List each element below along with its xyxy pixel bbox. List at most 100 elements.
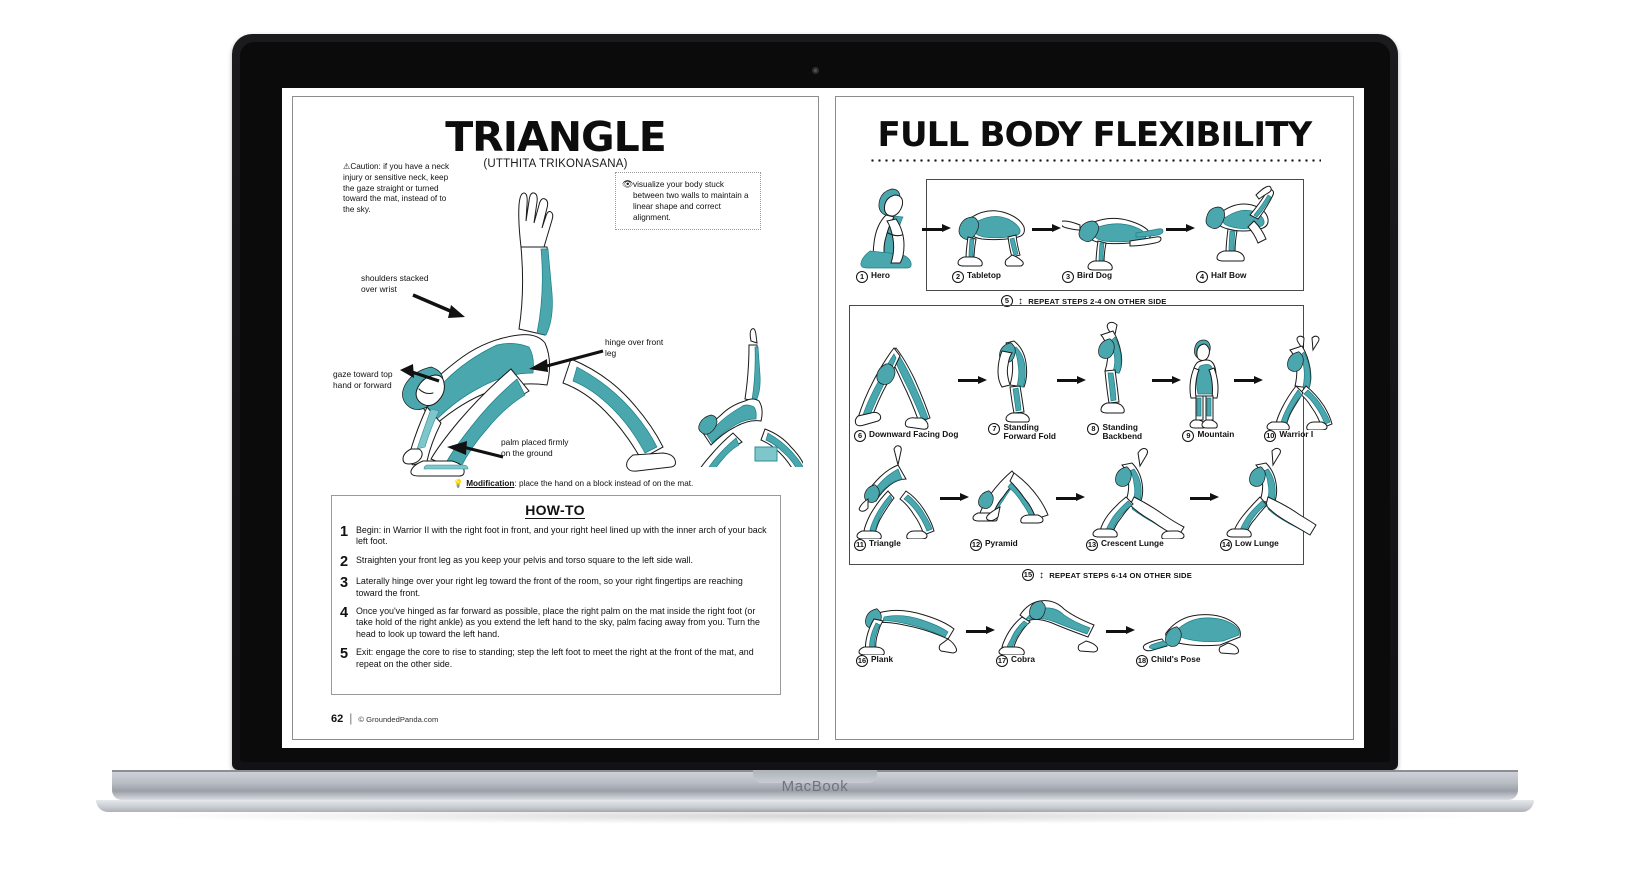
page-subtitle: (UTTHITA TRIKONASANA)	[483, 158, 628, 170]
step-number: 2	[340, 553, 349, 570]
half-bow-pose-figure	[1205, 185, 1274, 262]
pose-name: Crescent Lunge	[1101, 538, 1164, 548]
webcam-icon	[811, 67, 819, 74]
pose-label: 18 Child's Pose	[1136, 654, 1246, 667]
repeat-number: 15	[1022, 569, 1034, 581]
howto-step: 3 Laterally hinge over your right leg to…	[340, 576, 770, 599]
pose-item: 17 Cobra	[996, 595, 1106, 667]
step-text: Straighten your front leg as you keep yo…	[356, 554, 693, 565]
pose-label: 3 Bird Dog	[1062, 270, 1166, 283]
tip-text: visualize your body stuck between two wa…	[633, 180, 749, 223]
pose-item: 4 Half Bow	[1196, 175, 1276, 283]
pose-name: Tabletop	[967, 270, 1001, 280]
arrow-icon	[940, 492, 970, 504]
pose-item: 18 Child's Pose	[1136, 595, 1246, 667]
pose-item: 16 Plank	[856, 595, 966, 667]
pose-number: 16	[856, 655, 868, 667]
pose-name: Standing Forward Fold	[1003, 422, 1056, 442]
laptop-bezel: TRIANGLE (UTTHITA TRIKONASANA) ⚠Caution:…	[240, 42, 1390, 762]
pose-name: Standing Backbend	[1102, 422, 1143, 442]
up-down-arrow-icon: ↕	[1018, 295, 1024, 307]
caution-note: ⚠Caution: if you have a neck injury or s…	[343, 162, 450, 215]
pose-item: 10 Warrior I	[1264, 334, 1336, 442]
pose-row-2: 6 Downward Facing Dog	[854, 319, 1336, 442]
howto-title: HOW-TO	[525, 502, 585, 519]
pose-number: 13	[1086, 539, 1098, 551]
howto-step: 1 Begin: in Warrior II with the right fo…	[340, 525, 770, 548]
title-underline	[868, 159, 1321, 162]
footer-separator: |	[349, 711, 353, 725]
pose-number: 1	[856, 271, 868, 283]
pose-row-1: 1 Hero	[856, 175, 1276, 283]
arrow-icon	[958, 374, 988, 386]
step-number: 5	[340, 646, 349, 663]
arrow-icon	[966, 625, 996, 637]
pose-number: 12	[970, 539, 982, 551]
triangle-pose-figure	[856, 445, 935, 539]
screen-content: TRIANGLE (UTTHITA TRIKONASANA) ⚠Caution:…	[282, 88, 1364, 748]
hinge-note: hinge over front leg	[605, 337, 664, 358]
standing-backbend-figure	[1098, 321, 1126, 414]
modification-illustration	[698, 328, 803, 467]
howto-step: 4 Once you've hinged as far forward as p…	[340, 606, 770, 640]
palm-note: palm placed firmly on the ground	[501, 437, 569, 458]
pose-name: Downward Facing Dog	[869, 428, 959, 439]
pose-number: 8	[1087, 423, 1100, 435]
bird-dog-pose-figure	[1062, 217, 1164, 271]
pose-label: 7 Standing Forward Fold	[988, 422, 1057, 442]
book-page-left: TRIANGLE (UTTHITA TRIKONASANA) ⚠Caution:…	[292, 96, 819, 740]
crescent-lunge-figure	[1092, 448, 1185, 539]
pose-number: 2	[952, 271, 964, 283]
pose-label: 11 Triangle	[854, 538, 940, 551]
pose-label: 9 Mountain	[1182, 429, 1234, 442]
standing-forward-fold-figure	[997, 340, 1031, 423]
pose-number: 10	[1264, 429, 1277, 442]
repeat-text: REPEAT STEPS 6-14 ON OTHER SIDE	[1049, 570, 1192, 580]
arrow-icon	[1056, 492, 1086, 504]
howto-panel: HOW-TO 1 Begin: in Warrior II with the r…	[331, 495, 781, 695]
pose-name: Triangle	[869, 538, 901, 548]
modification-label: Modification	[466, 479, 515, 488]
pose-number: 14	[1220, 539, 1232, 551]
pose-label: 2 Tabletop	[952, 270, 1032, 283]
pose-name: Cobra	[1011, 654, 1035, 664]
pose-item: 3 Bird Dog	[1062, 191, 1166, 283]
laptop-notch	[753, 770, 877, 783]
arrow-icon	[1106, 625, 1136, 637]
pose-label: 17 Cobra	[996, 654, 1106, 667]
page-title-right: FULL BODY FLEXIBILITY	[877, 115, 1313, 155]
arrow-icon	[1152, 374, 1182, 386]
step-text: Begin: in Warrior II with the right foot…	[356, 525, 767, 547]
hero-pose-figure	[860, 188, 912, 269]
pose-item: 13 Crescent Lunge	[1086, 445, 1190, 551]
pose-label: 12 Pyramid	[970, 538, 1056, 551]
howto-step: 2 Straighten your front leg as you keep …	[340, 555, 770, 570]
pose-item: 2 Tabletop	[952, 191, 1032, 283]
pyramid-pose-figure	[972, 470, 1049, 524]
downward-dog-pose-figure	[854, 346, 931, 430]
sequence-box-1	[926, 179, 1304, 291]
pose-name: Low Lunge	[1235, 538, 1279, 548]
plank-pose-figure	[858, 608, 958, 655]
step-text: Laterally hinge over your right leg towa…	[356, 576, 743, 598]
howto-step: 5 Exit: engage the core to rise to stand…	[340, 647, 770, 670]
lightbulb-icon: 💡	[453, 479, 464, 488]
gaze-arrow-icon	[400, 364, 440, 383]
arrow-icon	[1057, 374, 1087, 386]
pose-name: Bird Dog	[1077, 270, 1113, 280]
step-number: 4	[340, 605, 349, 622]
tabletop-pose-figure	[957, 210, 1025, 267]
laptop-foot	[96, 800, 1534, 812]
repeat-instruction-2: 15 ↕ REPEAT STEPS 6-14 ON OTHER SIDE	[1022, 569, 1192, 581]
pose-item: 6 Downward Facing Dog	[854, 340, 958, 442]
page-title: TRIANGLE	[445, 113, 667, 161]
repeat-instruction-1: 5 ↕ REPEAT STEPS 2-4 ON OTHER SIDE	[1001, 295, 1167, 307]
page-number: 62	[331, 713, 344, 725]
laptop-lid: TRIANGLE (UTTHITA TRIKONASANA) ⚠Caution:…	[232, 34, 1398, 770]
gaze-note: gaze toward top hand or forward	[333, 369, 393, 390]
up-down-arrow-icon: ↕	[1039, 569, 1045, 581]
pose-name: Child's Pose	[1151, 654, 1201, 664]
tip-box: 👁 visualize your body stuck between two …	[615, 172, 761, 231]
pose-name: Half Bow	[1211, 270, 1247, 280]
